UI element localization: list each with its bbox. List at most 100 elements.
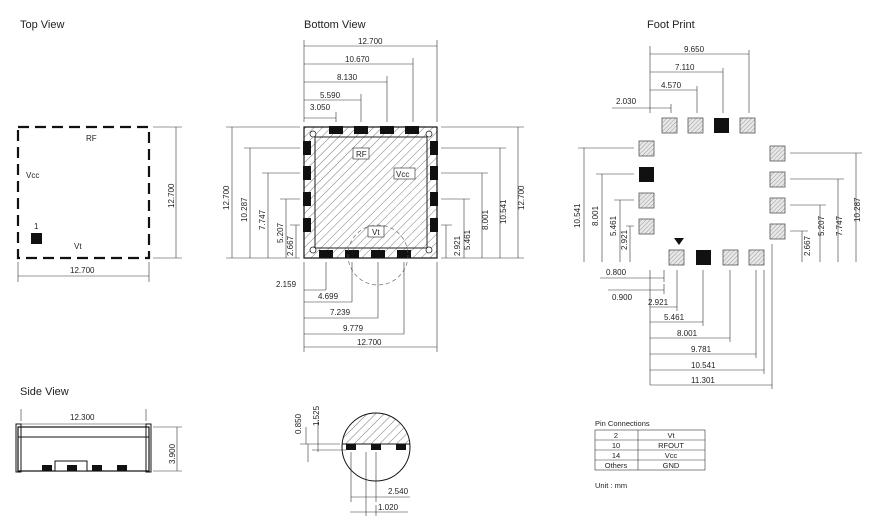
side-pad [92, 465, 102, 471]
footprint-view: 9.650 7.110 4.570 2.030 10.541 8.001 5.4… [573, 45, 862, 389]
pin1-marker [31, 233, 42, 244]
pin-table-cell: GND [663, 461, 680, 470]
dim-bv-right-0: 12.700 [517, 185, 526, 210]
dim-bv-top-4: 3.050 [310, 103, 331, 112]
dim-line [290, 224, 300, 258]
footprint-pad [769, 223, 786, 240]
dim-detail-h-0: 2.540 [388, 487, 409, 496]
side-pad [42, 465, 52, 471]
bottom-pad [430, 218, 438, 232]
dim-fp-top-3: 2.030 [616, 97, 637, 106]
pin-table-cell: RFOUT [658, 441, 684, 450]
top-vcc-label: Vcc [26, 171, 39, 180]
dim-fp-top-1: 7.110 [675, 63, 695, 72]
dim-top-width: 12.700 [70, 266, 95, 275]
dim-bv-bottom-1: 4.699 [318, 292, 339, 301]
dim-bv-bottom-3: 9.779 [343, 324, 364, 333]
dim-line [304, 58, 414, 122]
dim-line [649, 46, 750, 113]
dim-fp-bottom-0: 2.921 [648, 298, 669, 307]
dim-detail-h-1: 1.020 [378, 503, 399, 512]
footprint-pad [739, 117, 756, 134]
pin-table-cell: 14 [612, 451, 620, 460]
bottom-vcc-label: Vcc [396, 170, 409, 179]
bottom-pad [329, 126, 343, 134]
dim-line [441, 147, 506, 258]
top-rf-label: RF [86, 134, 97, 143]
dim-fp-right-2: 5.207 [817, 215, 826, 236]
corner-mark [425, 246, 433, 254]
side-view-edge [145, 423, 152, 473]
dim-line [608, 284, 665, 294]
top-view: 1 RF Vcc Vt 12.700 12.700 [16, 125, 182, 282]
side-view: 12.300 3.900 [15, 409, 182, 473]
dim-bv-bottom-4: 12.700 [357, 338, 382, 347]
dim-line [304, 262, 405, 335]
dim-line [650, 244, 773, 389]
dim-line [790, 230, 808, 262]
footprint-pad [638, 140, 655, 157]
side-view-edge [15, 423, 22, 473]
dim-line [262, 172, 300, 258]
pin1-triangle-icon [674, 238, 684, 245]
dim-fp-bottom-5: 11.301 [691, 376, 715, 385]
dim-fp-right-0: 10.287 [853, 197, 862, 222]
dim-bv-left-2: 7.747 [258, 209, 267, 230]
dim-bv-left-3: 5.207 [276, 222, 285, 243]
dim-line [226, 126, 300, 259]
dim-line [300, 427, 340, 462]
dim-line [312, 420, 346, 452]
top-pin1-label: 1 [34, 222, 39, 231]
bottom-view-inner [314, 136, 428, 249]
footprint-pad [769, 197, 786, 214]
pin-connections-table: Pin Connections 2 Vt 10 RFOUT 14 Vcc Oth… [594, 419, 706, 490]
dim-fp-small-0: 0.800 [606, 268, 627, 277]
dim-line [790, 152, 862, 262]
detail-circle [347, 224, 409, 286]
detail-pad [396, 444, 406, 450]
footprint-pad [668, 249, 685, 266]
bottom-view: RF Vcc Vt 12.700 10.670 8.130 5.590 3.05… [222, 37, 526, 352]
side-pad [67, 465, 77, 471]
dim-line [304, 112, 337, 122]
top-vt-label: Vt [74, 242, 82, 251]
label-box [352, 147, 370, 160]
bottom-pad [345, 250, 359, 258]
dim-line [304, 94, 362, 122]
dim-line [304, 262, 353, 303]
dim-bv-left-4: 2.667 [286, 235, 295, 256]
corner-mark [309, 246, 317, 254]
dim-line [650, 270, 757, 358]
bottom-view-body [303, 126, 438, 259]
footprint-pad [722, 249, 739, 266]
dim-detail-v-1: 1.525 [312, 405, 321, 426]
corner-mark [425, 130, 433, 138]
label-box [393, 167, 416, 180]
dim-line [304, 262, 379, 319]
label-box [367, 225, 385, 238]
dim-top-height: 12.700 [167, 183, 176, 208]
bottom-pad [430, 166, 438, 180]
dim-detail-v-0: 0.850 [294, 413, 303, 434]
dim-bv-right-2: 8.001 [481, 209, 490, 230]
bottom-pad [303, 218, 311, 232]
detail-view: 0.850 1.525 2.540 1.020 [294, 405, 411, 516]
dim-bv-right-3: 5.461 [463, 229, 472, 250]
dim-line [650, 270, 731, 342]
detail-pad [346, 444, 356, 450]
top-view-outline [16, 125, 151, 260]
dim-line [350, 452, 410, 502]
dim-fp-bottom-1: 5.461 [664, 313, 685, 322]
dim-line [441, 172, 488, 258]
dim-line [650, 86, 698, 113]
dim-line [441, 126, 524, 259]
dim-fp-left-1: 8.001 [591, 205, 600, 226]
bottom-pad [405, 126, 419, 134]
unit-label: Unit : mm [595, 481, 627, 490]
dim-line [650, 270, 678, 311]
title-top-view: Top View [20, 19, 64, 31]
dim-fp-left-2: 5.461 [609, 215, 618, 236]
pin-table-cell: Others [605, 461, 628, 470]
detail-hatch [342, 413, 410, 444]
dim-bv-top-2: 8.130 [337, 73, 358, 82]
